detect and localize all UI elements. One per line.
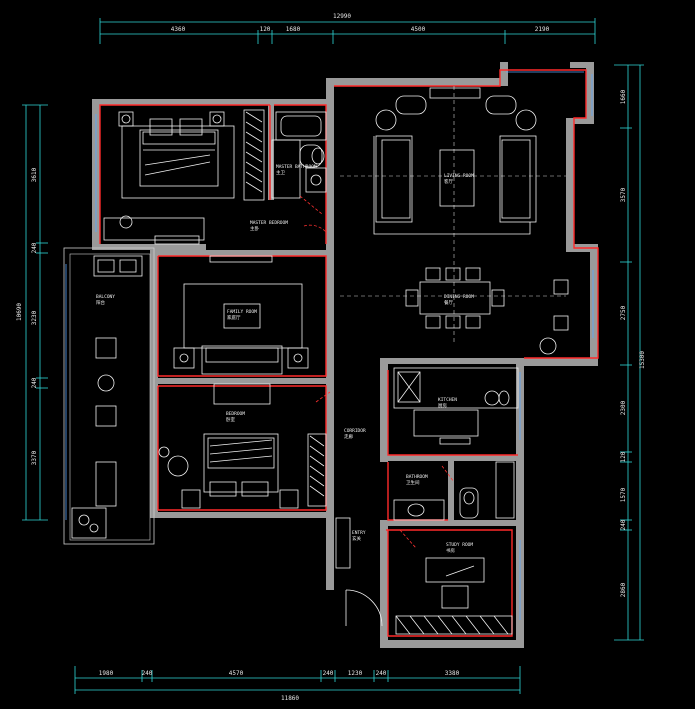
room-corridor-sub: 走廊	[344, 433, 353, 440]
bathroom-fixtures	[393, 461, 515, 521]
dim-top-5: 2190	[535, 26, 550, 33]
kitchen-furniture	[393, 367, 519, 445]
dim-bottom-1: 1980	[99, 670, 114, 677]
dim-left-5: 3370	[31, 450, 38, 465]
dimension-right: 1660 3570 2750 2300 120 1570 240 2860 15…	[614, 64, 646, 641]
dimension-left: 10690 3610 240 3230 240 3370	[16, 104, 48, 521]
room-family-label: FAMILY ROOM	[227, 309, 257, 315]
dim-top-4: 4500	[411, 26, 426, 33]
room-corridor-label: CORRIDOR	[344, 428, 366, 434]
dim-bottom-2: 240	[142, 670, 153, 677]
entry-furniture	[335, 517, 383, 627]
room-master-bed-label: MASTER BEDROOM	[250, 220, 288, 226]
room-study-label: STUDY ROOM	[446, 542, 473, 548]
dim-bottom-4: 240	[323, 670, 334, 677]
dim-right-6: 1570	[620, 487, 627, 502]
dim-bottom-5: 1230	[348, 670, 363, 677]
dim-right-5: 120	[620, 451, 627, 462]
dim-right-4: 2300	[620, 400, 627, 415]
room-bedroom-label: BEDROOM	[226, 411, 245, 417]
family-furniture	[173, 255, 309, 375]
room-balcony-sub: 阳台	[96, 299, 105, 306]
dim-top-2: 120	[260, 26, 271, 33]
room-balcony-label: BALCONY	[96, 294, 115, 300]
room-dining-sub: 餐厅	[444, 299, 453, 306]
master-bed-furniture	[103, 109, 265, 245]
room-bathroom-sub: 卫生间	[406, 479, 420, 486]
dim-right-2: 3570	[620, 187, 627, 202]
dim-right-3: 2750	[620, 305, 627, 320]
study-furniture	[395, 557, 513, 635]
dim-bottom-7: 3380	[445, 670, 460, 677]
dimension-top: 12990 4360 120 1680 4500 2190	[99, 13, 596, 44]
room-family-sub: 家庭厅	[227, 314, 241, 321]
dimension-bottom: 1980 240 4570 240 1230 240 3380 11860	[74, 666, 521, 702]
dim-right-8: 2860	[620, 582, 627, 597]
room-study-sub: 书房	[446, 547, 455, 554]
dim-bottom-total: 11860	[281, 695, 299, 702]
room-bedroom-sub: 卧室	[226, 416, 235, 423]
living-furniture	[340, 86, 566, 345]
room-bathroom-label: BATHROOM	[406, 474, 428, 480]
room-kitchen-sub: 厨房	[438, 402, 447, 409]
balcony-furniture	[71, 255, 143, 539]
room-master-bath-sub: 主卫	[276, 169, 285, 176]
room-living-sub: 客厅	[444, 178, 453, 185]
dim-right-total: 15300	[639, 351, 646, 369]
dim-left-1: 3610	[31, 167, 38, 182]
dim-bottom-6: 240	[376, 670, 387, 677]
dim-left-total: 10690	[16, 303, 23, 321]
dim-right-1: 1660	[620, 89, 627, 104]
room-master-bath-label: MASTER BATHROOM	[276, 164, 317, 170]
room-entry-label: ENTRY	[352, 530, 366, 536]
room-master-bed-sub: 主卧	[250, 225, 259, 232]
dining-furniture	[405, 267, 594, 355]
room-dining-label: DINING ROOM	[444, 294, 474, 300]
dim-top-total: 12990	[333, 13, 351, 20]
room-kitchen-label: KITCHEN	[438, 397, 457, 403]
bedroom-furniture	[158, 383, 327, 509]
dim-top-1: 4360	[171, 26, 186, 33]
dim-left-2: 240	[31, 242, 38, 253]
dim-right-7: 240	[620, 519, 627, 530]
dim-top-3: 1680	[286, 26, 301, 33]
dim-left-4: 240	[31, 377, 38, 388]
dim-left-3: 3230	[31, 310, 38, 325]
dim-bottom-3: 4570	[229, 670, 244, 677]
doors	[65, 71, 593, 620]
room-entry-sub: 玄关	[352, 535, 361, 542]
master-bath-fixtures	[271, 111, 327, 199]
